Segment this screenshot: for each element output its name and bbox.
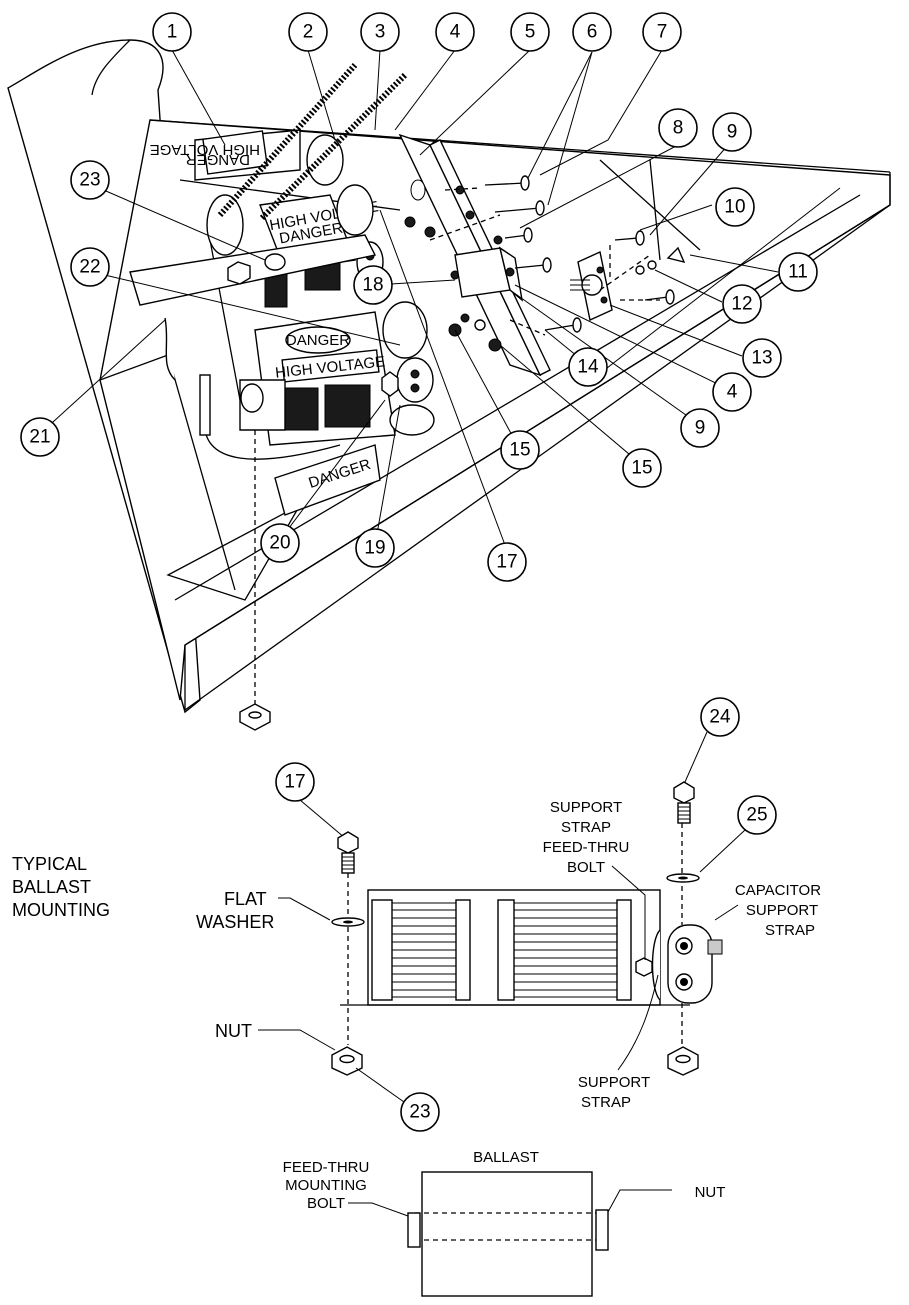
typical-ballast-mounting: TYPICAL BALLAST MOUNTING 17 FLAT WASHER bbox=[12, 697, 821, 1132]
svg-text:11: 11 bbox=[788, 262, 808, 283]
callout-7: 7 bbox=[642, 12, 682, 52]
feed-thru-label-4: BOLT bbox=[567, 859, 605, 876]
main-ballast: DANGER HIGH VOLTAGE DANGER bbox=[199, 301, 435, 516]
svg-text:17: 17 bbox=[496, 552, 517, 573]
callout-17b: 17 bbox=[275, 762, 315, 802]
callout-6: 6 bbox=[572, 12, 612, 52]
svg-text:9: 9 bbox=[695, 418, 706, 439]
mounting-title-3: MOUNTING bbox=[12, 900, 110, 920]
svg-text:4: 4 bbox=[727, 382, 738, 403]
svg-text:24: 24 bbox=[709, 707, 731, 728]
callout-15b: 15 bbox=[622, 448, 662, 488]
feed-thru-label-2: STRAP bbox=[561, 819, 611, 836]
svg-text:1: 1 bbox=[167, 22, 178, 43]
cap-strap-label-1: CAPACITOR bbox=[735, 882, 821, 899]
svg-text:19: 19 bbox=[364, 538, 385, 559]
svg-text:15: 15 bbox=[509, 440, 530, 461]
housing-nut bbox=[239, 430, 271, 731]
svg-text:13: 13 bbox=[751, 348, 772, 369]
svg-text:15: 15 bbox=[631, 458, 652, 479]
svg-text:23: 23 bbox=[79, 170, 100, 191]
callout-20: 20 bbox=[260, 523, 300, 563]
svg-text:20: 20 bbox=[269, 533, 290, 554]
nut-label: NUT bbox=[215, 1021, 252, 1041]
main-ballast-danger-label: DANGER bbox=[286, 332, 350, 349]
svg-text:12: 12 bbox=[731, 294, 752, 315]
feed-thru-mount-label-2: MOUNTING bbox=[285, 1177, 367, 1194]
callout-23a: 23 bbox=[70, 160, 110, 200]
cross-bracket bbox=[129, 234, 377, 381]
feed-thru-label-1: SUPPORT bbox=[550, 799, 622, 816]
callout-17a: 17 bbox=[487, 542, 527, 582]
svg-text:7: 7 bbox=[657, 22, 668, 43]
callout-24: 24 bbox=[700, 697, 740, 737]
lamp-socket-bracket bbox=[570, 251, 613, 321]
callout-21: 21 bbox=[20, 417, 60, 457]
callout-3: 3 bbox=[360, 12, 400, 52]
mounting-title-1: TYPICAL bbox=[12, 854, 87, 874]
svg-text:25: 25 bbox=[746, 805, 767, 826]
callout-4: 4 bbox=[435, 12, 475, 52]
feed-thru-label-3: FEED-THRU bbox=[543, 839, 630, 856]
support-strap-label-2: STRAP bbox=[581, 1094, 631, 1111]
callout-11: 11 bbox=[778, 252, 818, 292]
callout-15a: 15 bbox=[500, 430, 540, 470]
mounting-title-2: BALLAST bbox=[12, 877, 91, 897]
svg-text:8: 8 bbox=[673, 118, 684, 139]
callout-10: 10 bbox=[715, 187, 755, 227]
coil-left bbox=[391, 902, 457, 998]
screws bbox=[429, 175, 686, 352]
callout-12: 12 bbox=[722, 284, 762, 324]
upper-ballast-danger-label: DANGER bbox=[186, 151, 250, 168]
cap-strap-label-3: STRAP bbox=[765, 922, 815, 939]
callout-18: 18 bbox=[353, 265, 393, 305]
upper-ballast-hv-label: HIGH VOLTAGE bbox=[150, 141, 260, 158]
callout-9: 9 bbox=[712, 112, 752, 152]
svg-text:10: 10 bbox=[724, 197, 745, 218]
callout-8: 8 bbox=[658, 108, 698, 148]
coil-right bbox=[513, 902, 618, 998]
svg-text:4: 4 bbox=[450, 22, 461, 43]
callout-1: 1 bbox=[152, 12, 192, 52]
callout-25: 25 bbox=[737, 795, 777, 835]
callout-14: 14 bbox=[568, 347, 608, 387]
cap-strap-label-2: SUPPORT bbox=[746, 902, 818, 919]
svg-text:23: 23 bbox=[409, 1102, 430, 1123]
callout-19: 19 bbox=[355, 528, 395, 568]
flat-washer-label-2: WASHER bbox=[196, 912, 274, 932]
svg-text:3: 3 bbox=[375, 22, 386, 43]
feed-thru-mount-label-3: BOLT bbox=[307, 1195, 345, 1212]
support-strap-label-1: SUPPORT bbox=[578, 1074, 650, 1091]
callout-5: 5 bbox=[510, 12, 550, 52]
callout-13: 13 bbox=[742, 338, 782, 378]
svg-text:2: 2 bbox=[303, 22, 314, 43]
svg-text:22: 22 bbox=[79, 257, 100, 278]
feed-thru-mount-label-1: FEED-THRU bbox=[283, 1159, 370, 1176]
ballast-nut-label: NUT bbox=[695, 1184, 726, 1201]
callout-2: 2 bbox=[288, 12, 328, 52]
callout-22: 22 bbox=[70, 247, 110, 287]
svg-text:21: 21 bbox=[29, 427, 50, 448]
svg-text:17: 17 bbox=[284, 772, 305, 793]
svg-text:5: 5 bbox=[525, 22, 536, 43]
danger-oval bbox=[285, 326, 351, 354]
callout-23b: 23 bbox=[400, 1092, 440, 1132]
callout-4b: 4 bbox=[712, 372, 752, 412]
svg-text:14: 14 bbox=[577, 357, 599, 378]
callout-9b: 9 bbox=[680, 408, 720, 448]
flat-washer-label-1: FLAT bbox=[224, 889, 267, 909]
ballast-section-view: BALLAST FEED-THRU MOUNTING BOLT NUT bbox=[283, 1149, 726, 1297]
svg-text:18: 18 bbox=[362, 275, 383, 296]
svg-text:9: 9 bbox=[727, 122, 738, 143]
svg-text:6: 6 bbox=[587, 22, 598, 43]
ballast-label: BALLAST bbox=[473, 1149, 539, 1166]
